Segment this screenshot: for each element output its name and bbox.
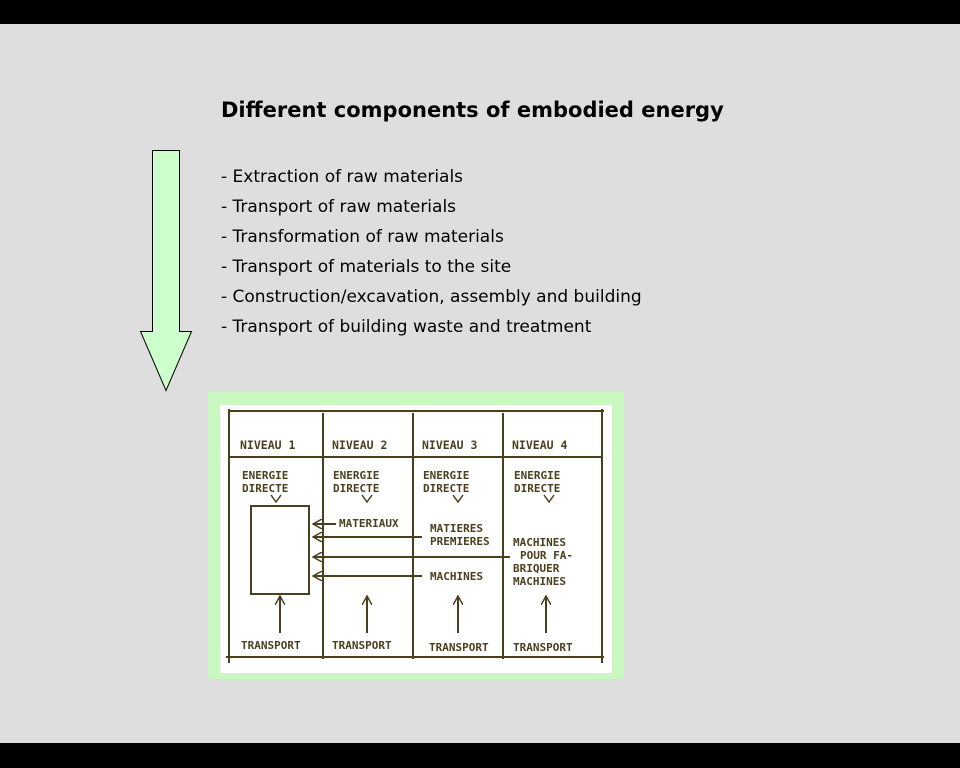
central-box xyxy=(250,505,310,595)
energy-levels-diagram: NIVEAU 1 NIVEAU 2 NIVEAU 3 NIVEAU 4 ENER… xyxy=(220,405,612,673)
list-item: - Transport of building waste and treatm… xyxy=(221,317,592,337)
machines-pour-line3: BRIQUER xyxy=(513,562,560,575)
level-3-energy-line2: DIRECTE xyxy=(423,482,469,495)
level-4-energy-line2: DIRECTE xyxy=(514,482,560,495)
level-3-header: NIVEAU 3 xyxy=(422,438,477,452)
level-2-energy-line1: ENERGIE xyxy=(333,469,379,482)
energy-chevrons xyxy=(270,494,555,504)
level-1-header: NIVEAU 1 xyxy=(240,438,295,452)
level-3-energy-line1: ENERGIE xyxy=(423,469,469,482)
flow-arrows xyxy=(313,524,510,576)
machines-pour-line2: POUR FA- xyxy=(520,549,573,562)
level-1-energy-line1: ENERGIE xyxy=(242,469,288,482)
level-2-transport: TRANSPORT xyxy=(332,639,392,652)
level-4-energy-line1: ENERGIE xyxy=(514,469,560,482)
materiaux-label: MATERIAUX xyxy=(339,517,399,530)
level-4-header: NIVEAU 4 xyxy=(512,438,567,452)
bottom-black-bar xyxy=(0,743,960,768)
matieres-label-line2: PREMIERES xyxy=(430,535,490,548)
list-item: - Construction/excavation, assembly and … xyxy=(221,287,642,307)
level-1-transport: TRANSPORT xyxy=(241,639,301,652)
matieres-label-line1: MATIERES xyxy=(430,522,483,535)
level-3-transport: TRANSPORT xyxy=(429,641,489,654)
component-list: - Extraction of raw materials - Transpor… xyxy=(221,162,642,342)
machines-pour-line1: MACHINES xyxy=(513,536,566,549)
level-2-header: NIVEAU 2 xyxy=(332,438,387,452)
list-item: - Transport of raw materials xyxy=(221,197,457,217)
list-item: - Extraction of raw materials xyxy=(221,167,464,187)
list-item: - Transformation of raw materials xyxy=(221,227,504,247)
slide-title: Different components of embodied energy xyxy=(221,98,724,122)
machines-pour-line4: MACHINES xyxy=(513,575,566,588)
level-4-transport: TRANSPORT xyxy=(513,641,573,654)
level-2-energy-line2: DIRECTE xyxy=(333,482,379,495)
down-arrow-icon xyxy=(139,150,193,392)
top-black-bar xyxy=(0,0,960,24)
machines-label: MACHINES xyxy=(430,570,483,583)
transport-arrows xyxy=(280,596,546,633)
energy-levels-figure: NIVEAU 1 NIVEAU 2 NIVEAU 3 NIVEAU 4 ENER… xyxy=(208,391,624,679)
level-1-energy-line2: DIRECTE xyxy=(242,482,288,495)
list-item: - Transport of materials to the site xyxy=(221,257,512,277)
